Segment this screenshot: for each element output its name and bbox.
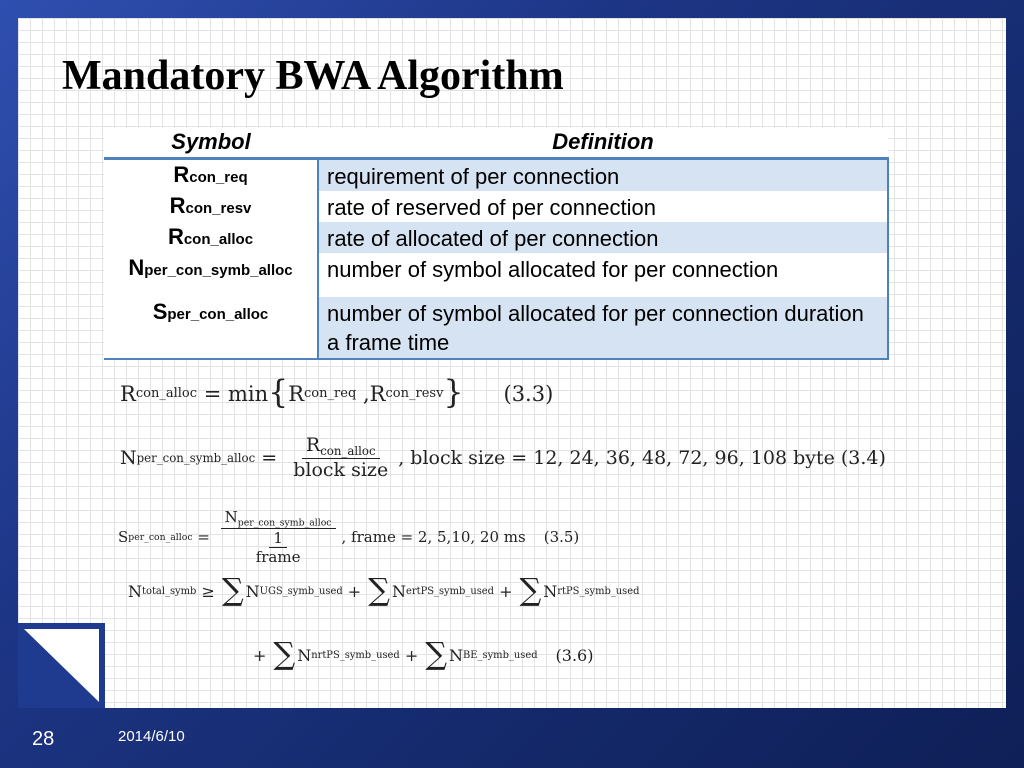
f3-fraction: Nper_con_symb_alloc 1 frame	[220, 508, 336, 566]
symbol-main: S	[152, 298, 168, 324]
f3-inner-fraction: 1 frame	[252, 529, 305, 566]
f4-t3-sub: rtPS_symb_used	[557, 585, 640, 597]
f1-a: R	[288, 381, 305, 406]
f4-lhs-sub: total_symb	[142, 585, 197, 597]
slide-date: 2014/6/10	[118, 728, 185, 745]
table-row: Rcon_req requirement of per connection	[104, 158, 889, 191]
table-row: Rcon_alloc rate of allocated of per conn…	[104, 221, 889, 253]
f4-t2-sub: ertPS_symb_used	[405, 585, 495, 597]
symbol-cell: Rcon_resv	[104, 190, 319, 222]
f5-eqno: (3.6)	[555, 645, 594, 665]
f4-plus-2: +	[494, 581, 518, 601]
definition-cell: number of symbol allocated for per conne…	[318, 296, 889, 360]
definition-cell: requirement of per connection	[318, 158, 889, 191]
f4-op: ≥	[196, 581, 220, 601]
header-definition: Definition	[318, 128, 888, 160]
left-brace-symbol: {	[268, 375, 289, 411]
f1-lhs-sub: con_alloc	[135, 386, 198, 402]
definition-cell: rate of allocated of per connection	[318, 221, 889, 253]
symbol-main: R	[169, 192, 186, 218]
symbol-main: N	[128, 254, 145, 280]
f2-lhs: N	[120, 446, 137, 469]
symbol-main: R	[173, 161, 190, 187]
definition-cell: rate of reserved of per connection	[318, 190, 889, 222]
sigma-symbol: ∑	[273, 637, 296, 672]
f2-fraction: Rcon_alloc block size	[289, 434, 392, 481]
symbol-cell: Nper_con_symb_alloc	[104, 252, 319, 297]
symbol-sub: con_resv	[185, 199, 252, 217]
symbol-sub: per_con_alloc	[167, 305, 269, 323]
f3-denominator: 1 frame	[248, 529, 309, 566]
f1-b: R	[369, 381, 386, 406]
f3-numerator: Nper_con_symb_alloc	[220, 508, 336, 530]
f4-t1: N	[245, 581, 260, 601]
f4-plus-1: +	[342, 581, 367, 601]
symbol-sub: con_alloc	[183, 230, 254, 248]
f5-t1: N	[297, 645, 312, 665]
f3-inner-den: frame	[255, 548, 301, 567]
sigma-symbol: ∑	[519, 573, 542, 608]
f1-op: = min	[197, 381, 269, 406]
f2-eqno: (3.4)	[840, 446, 886, 469]
f3-num: N	[224, 508, 238, 526]
f5-plus-1: +	[253, 645, 272, 665]
f1-a-sub: con_req	[304, 386, 357, 402]
table-row: Sper_con_alloc number of symbol allocate…	[104, 296, 889, 360]
f3-lhs-sub: per_con_alloc	[128, 531, 193, 543]
sigma-symbol: ∑	[425, 637, 448, 672]
f4-lhs: N	[128, 581, 142, 601]
f2-rest: , block size = 12, 24, 36, 48, 72, 96, 1…	[398, 446, 835, 469]
corner-decoration	[18, 623, 105, 708]
table-row: Rcon_resv rate of reserved of per connec…	[104, 190, 889, 222]
sigma-symbol: ∑	[221, 573, 244, 608]
symbol-sub: per_con_symb_alloc	[144, 261, 293, 279]
f5-t2: N	[449, 645, 464, 665]
f4-t2: N	[391, 581, 406, 601]
corner-triangle-graphic	[24, 629, 99, 702]
f3-inner-num: 1	[269, 529, 287, 549]
definition-cell: number of symbol allocated for per conne…	[318, 252, 889, 297]
f2-num: R	[305, 434, 321, 456]
f2-numerator: Rcon_alloc	[301, 434, 380, 460]
f5-plus-2: +	[399, 645, 424, 665]
table-row: Nper_con_symb_alloc number of symbol all…	[104, 252, 889, 297]
slide-title: Mandatory BWA Algorithm	[62, 53, 564, 99]
f3-rest: , frame = 2, 5,10, 20 ms	[341, 528, 526, 547]
f1-eqno: (3.3)	[503, 381, 554, 406]
f1-lhs: R	[120, 381, 136, 406]
symbol-cell: Rcon_req	[104, 158, 319, 191]
f5-t2-sub: BE_symb_used	[463, 649, 538, 661]
f2-lhs-sub: per_con_symb_alloc	[136, 450, 256, 465]
symbol-cell: Rcon_alloc	[104, 221, 319, 253]
sigma-symbol: ∑	[368, 573, 390, 608]
f5-t1-sub: nrtPS_symb_used	[311, 649, 400, 661]
slide-page-number: 28	[32, 728, 55, 750]
slide-panel: Mandatory BWA Algorithm Symbol Definitio…	[18, 18, 1006, 708]
f1-b-sub: con_resv	[385, 386, 444, 402]
definition-table: Symbol Definition Rcon_req requirement o…	[104, 128, 889, 360]
f2-num-sub: con_alloc	[320, 444, 376, 459]
symbol-main: R	[167, 223, 184, 249]
symbol-cell: Sper_con_alloc	[104, 296, 319, 360]
f2-denominator: block size	[293, 459, 389, 482]
right-brace-symbol: }	[443, 375, 464, 411]
f3-op: =	[192, 528, 215, 547]
f4-t1-sub: UGS_symb_used	[259, 585, 343, 597]
table-header-row: Symbol Definition	[104, 128, 888, 160]
f2-op: =	[255, 446, 284, 469]
f3-num-sub: per_con_symb_alloc	[237, 517, 332, 529]
header-symbol: Symbol	[104, 128, 318, 160]
symbol-sub: con_req	[189, 168, 248, 186]
f4-t3: N	[543, 581, 558, 601]
f3-lhs: S	[118, 528, 129, 547]
f3-eqno: (3.5)	[543, 528, 580, 547]
f1-comma: ,	[356, 381, 370, 406]
